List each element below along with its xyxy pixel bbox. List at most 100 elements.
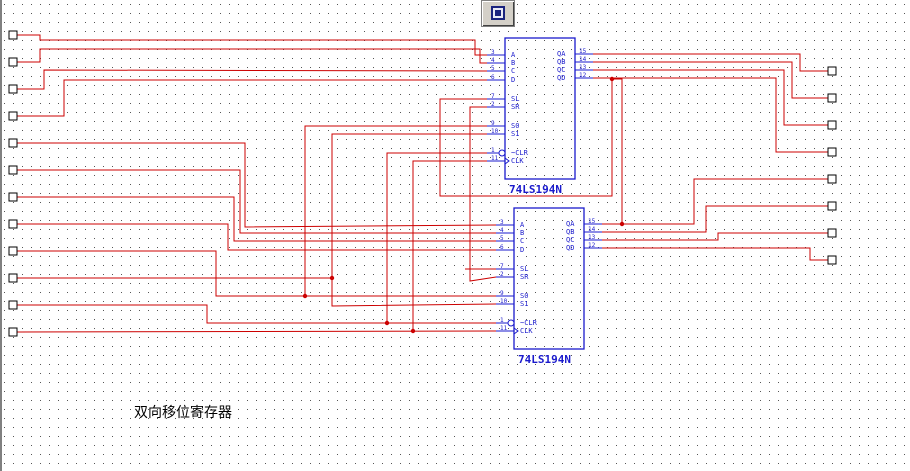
input-port[interactable] [8,300,18,310]
pin-number: 5 [491,65,495,72]
pin-number: 11 [500,325,508,332]
wire [17,48,487,64]
pin-label: SL [520,265,528,273]
pin-label: QA [566,220,575,228]
input-port[interactable] [8,273,18,283]
window-icon [491,6,505,20]
pin-number: 13 [588,234,596,241]
junction-dot [302,293,308,299]
pin-number: 4 [500,227,504,234]
pin-label: A [520,221,525,229]
input-port[interactable] [8,246,18,256]
pin-label: S1 [511,130,519,138]
junction-dot [329,275,335,281]
pin-number: 4 [491,57,495,64]
clk-wedge [504,157,510,165]
pin-label: QA [557,50,566,58]
pin-number: 3 [500,219,504,226]
input-port[interactable] [8,165,18,175]
wire [17,304,496,324]
output-port[interactable] [827,228,837,238]
wire [17,79,487,117]
pin-label: A [511,51,516,59]
chip-part-label: 74LS194N [518,353,571,366]
pin-number: 15 [579,48,587,55]
pin-label: S1 [520,300,528,308]
wire [304,125,487,296]
input-port[interactable] [8,57,18,67]
output-port[interactable] [827,147,837,157]
wire [469,106,497,282]
chip-body [504,37,576,180]
pin-number: 12 [579,72,587,79]
junction-dot [410,328,416,334]
clr-bubble [507,319,515,327]
pin-label: SR [511,103,520,111]
clk-wedge [513,327,519,335]
output-port[interactable] [827,255,837,265]
wire [17,277,497,307]
output-port[interactable] [827,201,837,211]
pin-number: 6 [500,244,504,251]
wires [16,34,828,334]
pin-label: ~CLR [520,319,538,327]
wire [602,205,828,233]
pin-number: 5 [500,235,504,242]
pin-number: 3 [491,49,495,56]
pin-label: QD [566,244,574,252]
input-port[interactable] [8,219,18,229]
wire [602,232,828,241]
chip-body [513,207,585,350]
pin-label: C [520,237,524,245]
pin-number: 7 [491,93,495,100]
wire [439,79,613,197]
ports [8,30,837,337]
pin-number: 14 [579,56,587,63]
pin-label: S0 [511,122,519,130]
junction-dot [384,320,390,326]
input-port[interactable] [8,111,18,121]
input-port[interactable] [8,30,18,40]
pin-label: QB [566,228,574,236]
pin-number: 2 [491,101,495,108]
wire [612,78,623,224]
wire [331,133,487,278]
wire [593,69,828,126]
pin-label: B [511,59,515,67]
pin-number: 7 [500,263,504,270]
input-port[interactable] [8,192,18,202]
wire [17,34,487,56]
pin-label: QC [566,236,574,244]
pin-number: 15 [588,218,596,225]
pin-label: ~CLR [511,149,529,157]
toolbar-button[interactable] [481,0,515,27]
pin-number: 12 [588,242,596,249]
output-port[interactable] [827,93,837,103]
output-port[interactable] [827,174,837,184]
wire [593,61,828,99]
wire [17,142,497,228]
wire [386,152,487,323]
output-port[interactable] [827,66,837,76]
pin-label: C [511,67,515,75]
pin-number: 2 [500,271,504,278]
input-port[interactable] [8,84,18,94]
wire [16,330,497,333]
wire [412,160,487,331]
junction-dot [619,221,625,227]
wire [602,178,828,225]
pin-number: 13 [579,64,587,71]
pin-label: S0 [520,292,528,300]
pin-label: QD [557,74,565,82]
wire [17,196,496,242]
input-port[interactable] [8,327,18,337]
input-port[interactable] [8,138,18,148]
pin-number: 6 [491,74,495,81]
output-port[interactable] [827,120,837,130]
pin-label: SL [511,95,519,103]
wire [17,169,496,234]
